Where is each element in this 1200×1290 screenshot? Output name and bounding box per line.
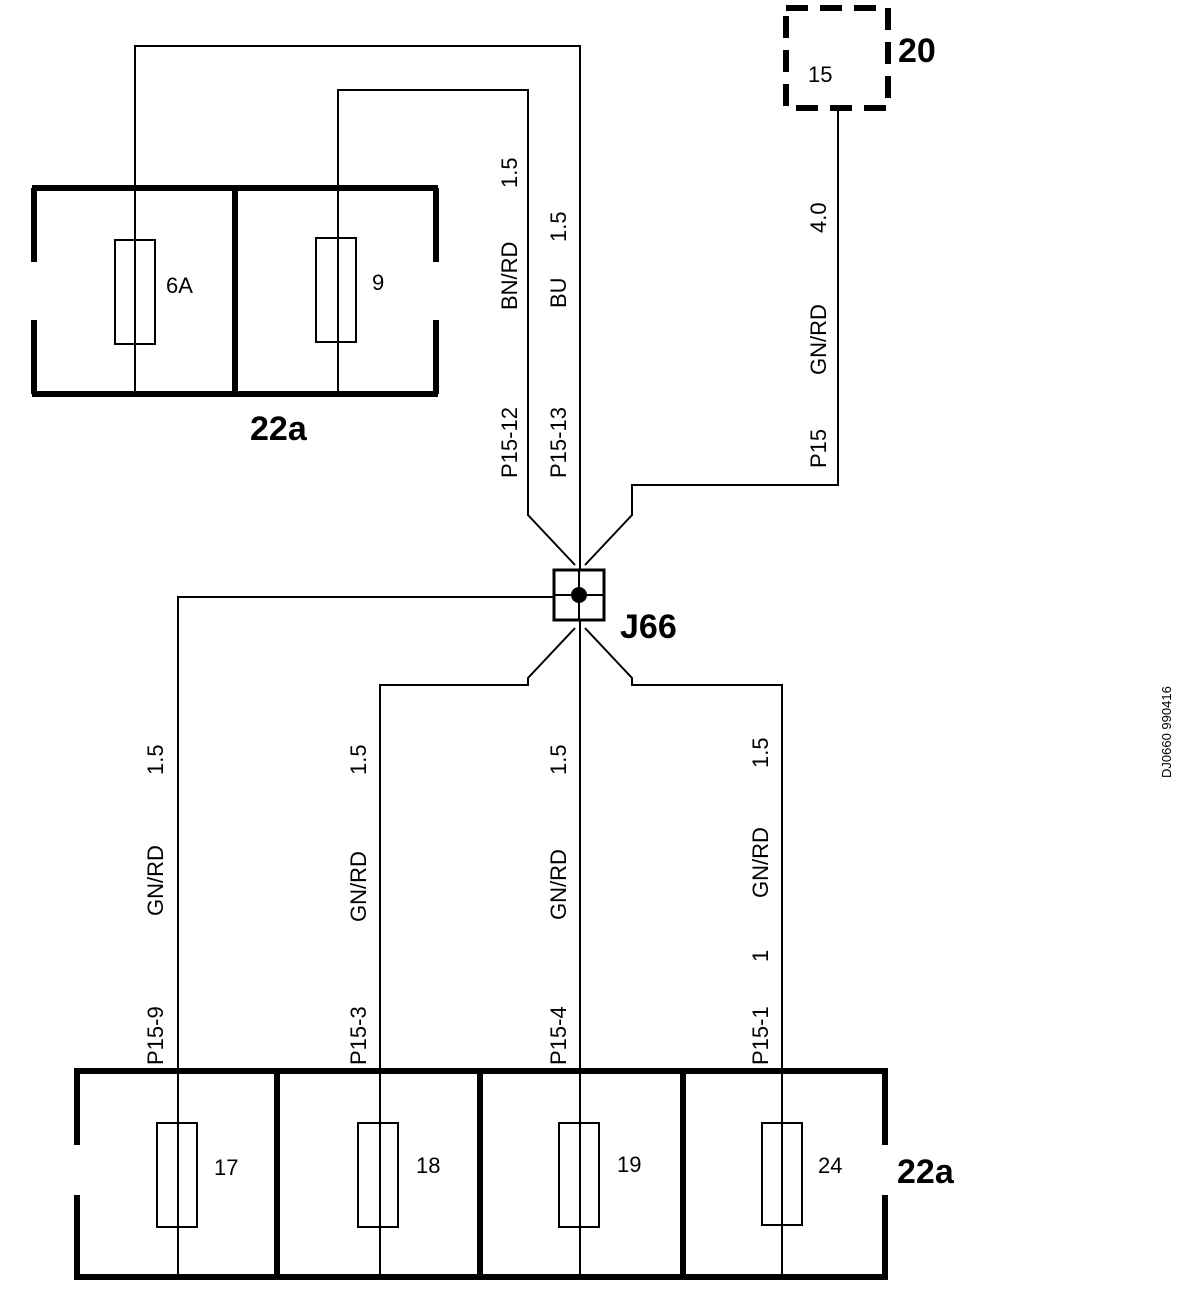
wire-p15-9 <box>177 596 556 1277</box>
fuse-9-label: 9 <box>372 270 384 295</box>
wire-p15-1-color: GN/RD <box>748 827 773 898</box>
wire-p15-9-pin: P15-9 <box>143 1006 168 1065</box>
component-20-label: 20 <box>898 32 936 70</box>
wires <box>134 45 839 1277</box>
wire-p15-1-size: 1.5 <box>748 737 773 768</box>
wire-p15-3-color: GN/RD <box>346 851 371 922</box>
wire-p15-13 <box>134 45 581 575</box>
wire-p15-9-color: GN/RD <box>143 845 168 916</box>
top-fuse-box <box>31 185 439 397</box>
fuse-18-label: 18 <box>416 1153 440 1178</box>
wire-p15-pin: P15 <box>806 429 831 468</box>
fuse-18-element <box>357 1122 399 1228</box>
wire-p15-13-color: BU <box>546 277 571 308</box>
wire-p15-12-size: 1.5 <box>497 157 522 188</box>
fuse-6a-label: 6A <box>166 273 193 298</box>
wire-p15 <box>584 108 839 566</box>
junction-label: J66 <box>620 608 677 646</box>
fuse-24-label: 24 <box>818 1153 842 1178</box>
fuse-19-label: 19 <box>617 1152 641 1177</box>
wire-p15-3 <box>379 627 576 1277</box>
wire-p15-12 <box>337 89 576 566</box>
fuse-9-element <box>315 237 357 343</box>
wire-p15-1-pin: P15-1 <box>748 1006 773 1065</box>
wire-p15-12-color: BN/RD <box>497 242 522 310</box>
wire-p15-4-color: GN/RD <box>546 849 571 920</box>
wire-p15-size: 4.0 <box>806 202 831 233</box>
component-20-pin-label: 15 <box>808 62 832 87</box>
bottom-fuse-box <box>74 1068 888 1280</box>
wire-p15-13-size: 1.5 <box>546 211 571 242</box>
wire-p15-9-size: 1.5 <box>143 744 168 775</box>
bottom-group-label: 22a <box>897 1153 955 1191</box>
document-id: DJ0660 990416 <box>1159 686 1174 778</box>
wire-p15-color: GN/RD <box>806 304 831 375</box>
wire-p15-13-pin: P15-13 <box>546 407 571 478</box>
wire-p15-4-pin: P15-4 <box>546 1006 571 1065</box>
wire-p15-1 <box>584 627 783 1277</box>
wire-p15-12-pin: P15-12 <box>497 407 522 478</box>
component-20-box <box>783 5 891 111</box>
wire-p15-4-size: 1.5 <box>546 744 571 775</box>
wire-p15-1-extra: 1 <box>748 950 773 962</box>
junction-j66 <box>552 568 606 622</box>
fuse-17-label: 17 <box>214 1155 238 1180</box>
wire-p15-3-pin: P15-3 <box>346 1006 371 1065</box>
top-group-label: 22a <box>250 410 308 448</box>
wire-p15-3-size: 1.5 <box>346 744 371 775</box>
